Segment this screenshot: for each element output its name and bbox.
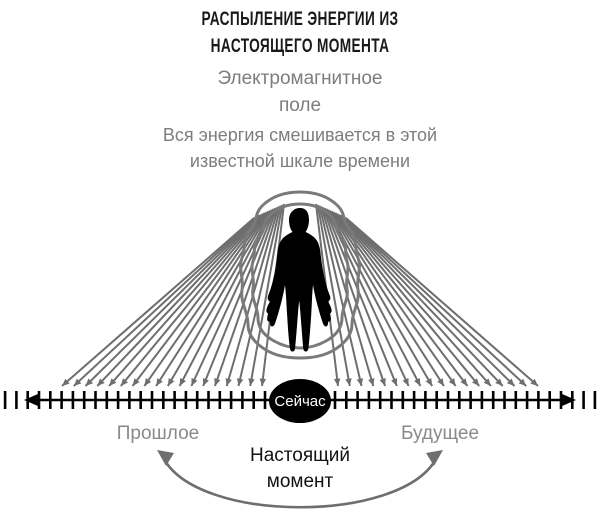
energy-ray	[237, 205, 282, 387]
energy-ray-arrowhead	[379, 378, 386, 386]
energy-ray-arrowhead	[518, 378, 527, 386]
energy-ray	[323, 207, 398, 387]
title-line-2: НАСТОЯЩЕГО МОМЕНТА	[210, 36, 390, 57]
energy-ray	[339, 214, 504, 387]
energy-ray-arrowhead	[225, 378, 232, 386]
now-label: Сейчас	[274, 393, 326, 410]
energy-ray-arrowhead	[120, 378, 128, 386]
energy-ray	[343, 216, 527, 387]
axis-arrow-left	[24, 394, 38, 406]
energy-ray-arrowhead	[530, 378, 538, 386]
energy-ray-arrowhead	[391, 378, 398, 386]
energy-ray-arrowhead	[356, 378, 364, 386]
energy-ray-arrowhead	[191, 378, 198, 386]
axis-arrow-right	[562, 394, 576, 406]
energy-ray	[334, 212, 469, 387]
energy-ray	[108, 214, 262, 387]
energy-ray-arrowhead	[460, 378, 468, 386]
subtitle-primary-line-2: поле	[278, 95, 322, 116]
bottom-cycle-arrow	[157, 450, 443, 509]
energy-rays-right	[315, 203, 539, 387]
energy-ray-arrowhead	[437, 378, 444, 386]
subtitle-secondary-line-1: Вся энергия смешивается в этой	[162, 125, 438, 145]
energy-ray-arrowhead	[483, 378, 491, 386]
energy-ray-arrowhead	[62, 378, 70, 386]
energy-ray	[338, 214, 492, 387]
energy-ray-arrowhead	[472, 378, 480, 386]
energy-ray-arrowhead	[73, 378, 82, 386]
aura-outline	[239, 190, 361, 360]
energy-ray-arrowhead	[414, 378, 421, 386]
energy-ray	[73, 216, 257, 387]
energy-ray	[61, 217, 255, 387]
energy-ray-arrowhead	[156, 378, 163, 386]
energy-ray	[329, 210, 433, 387]
timeline-label-future: Будущее	[400, 423, 480, 444]
subtitle-primary-line-1: Электромагнитное	[217, 68, 383, 89]
energy-ray	[345, 217, 539, 387]
energy-ray-arrowhead	[214, 378, 221, 386]
energy-ray	[131, 212, 266, 387]
energy-ray	[96, 214, 261, 387]
energy-ray-arrowhead	[333, 378, 341, 386]
energy-ray	[167, 210, 271, 387]
human-silhouette	[266, 208, 332, 352]
subtitle-secondary-line-2: известной шкале времени	[189, 151, 411, 171]
energy-rays-left	[61, 203, 285, 387]
energy-ray-arrowhead	[506, 378, 515, 386]
energy-ray	[190, 208, 275, 387]
energy-ray-arrowhead	[236, 378, 244, 386]
energy-ray	[120, 213, 264, 387]
timeline-ticks	[3, 391, 597, 409]
energy-ray	[318, 205, 363, 387]
energy-ray-arrowhead	[179, 378, 186, 386]
now-marker: Сейчас	[269, 379, 331, 423]
arc-arrow-left	[157, 450, 174, 466]
energy-ray	[213, 206, 278, 387]
energy-ray-arrowhead	[368, 378, 375, 386]
energy-ray-arrowhead	[109, 378, 117, 386]
energy-ray-arrowhead	[448, 378, 456, 386]
arc-arrow-right	[426, 450, 443, 466]
energy-ray-arrowhead	[144, 378, 152, 386]
energy-ray	[325, 208, 410, 387]
title-line-1: РАСПЫЛЕНИЕ ЭНЕРГИИ ИЗ	[201, 9, 399, 30]
energy-ray-arrowhead	[167, 378, 175, 386]
energy-ray	[316, 204, 351, 387]
energy-ray-arrowhead	[202, 378, 209, 386]
energy-ray	[322, 206, 387, 387]
energy-ray-arrowhead	[402, 378, 409, 386]
energy-ray	[155, 210, 269, 387]
present-moment-line-2: момент	[266, 471, 334, 492]
timeline-label-past: Прошлое	[116, 423, 200, 444]
energy-ray	[341, 215, 516, 387]
energy-ray	[249, 204, 284, 387]
energy-ray-arrowhead	[345, 378, 352, 386]
energy-ray	[84, 215, 259, 387]
energy-ray-arrowhead	[97, 378, 105, 386]
present-moment-line-1: Настоящий	[250, 445, 350, 466]
energy-ray-arrowhead	[132, 378, 140, 386]
energy-ray-arrowhead	[495, 378, 503, 386]
energy-ray-arrowhead	[259, 378, 267, 386]
energy-ray	[331, 210, 445, 387]
energy-ray-arrowhead	[425, 378, 433, 386]
energy-ray	[202, 207, 277, 387]
energy-ray	[336, 213, 480, 387]
energy-ray-arrowhead	[85, 378, 94, 386]
energy-ray-arrowhead	[248, 378, 255, 386]
